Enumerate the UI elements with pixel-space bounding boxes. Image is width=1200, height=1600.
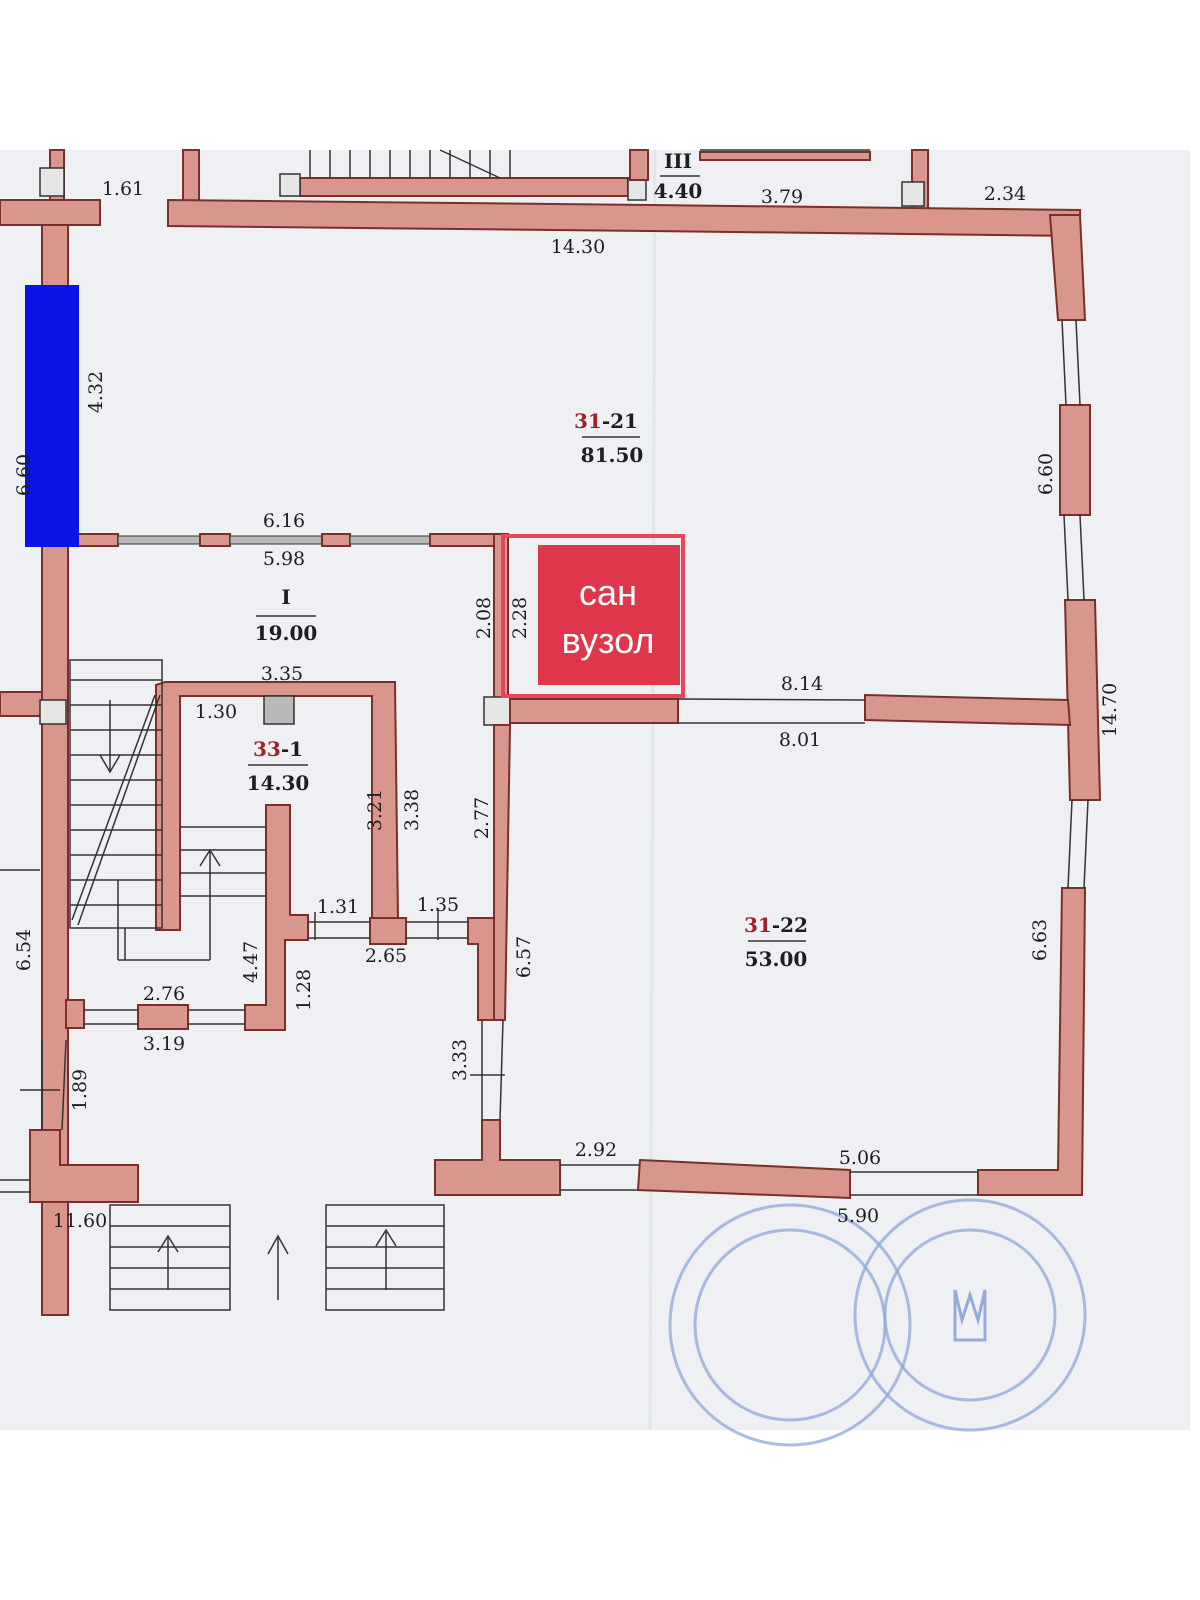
dimension-label: 2.08: [473, 597, 495, 639]
dimension-label: 14.70: [1099, 683, 1121, 737]
room-code-prefix: 31: [574, 409, 602, 433]
entry-stairs: [109, 1204, 445, 1311]
sanitary-unit-label-line1: сан: [579, 572, 637, 613]
dimension-labels: 1.61 3.79 2.34 14.30 4.32 6.60 6.60 6.16…: [13, 178, 1121, 1232]
svg-text:31-21: 31-21: [574, 409, 638, 433]
room-label-I: I 19.00: [255, 585, 318, 645]
svg-text:33-1: 33-1: [253, 737, 303, 761]
dimension-label: 6.63: [1029, 919, 1051, 961]
svg-text:31-22: 31-22: [744, 913, 808, 937]
room-label-III: III 4.40: [654, 149, 703, 203]
room-code-suffix: -1: [281, 737, 303, 761]
dimension-label: 2.65: [365, 945, 407, 967]
room-code-suffix: -21: [602, 409, 638, 433]
room-area: 4.40: [654, 179, 703, 203]
trident-emblem: [953, 1289, 987, 1342]
dimension-label: 6.16: [263, 510, 305, 532]
room-area: 19.00: [255, 621, 318, 645]
dimension-label: 1.61: [102, 178, 144, 200]
room-area: 81.50: [581, 443, 644, 467]
dimension-label: 3.38: [401, 789, 423, 831]
dimension-label: 6.60: [1035, 453, 1057, 495]
dimension-lines: [0, 869, 505, 1091]
dimension-label: 4.32: [85, 371, 107, 413]
dimension-label: 2.76: [143, 983, 185, 1005]
dimension-label: 2.92: [575, 1139, 617, 1161]
dimension-label: 5.90: [837, 1205, 879, 1227]
dimension-label: 1.28: [293, 969, 315, 1011]
blue-marker: [25, 285, 79, 547]
sanitary-unit-overlay: [538, 545, 680, 685]
dimension-label: 3.33: [449, 1039, 471, 1081]
dimension-label: 5.98: [263, 548, 305, 570]
paper-sheet: [0, 150, 1190, 1430]
room-code-prefix: 33: [253, 737, 281, 761]
room-label-31-21: 31-21 81.50: [574, 409, 643, 467]
highlight-box-outline: [501, 534, 685, 698]
dimension-label: 8.14: [781, 673, 823, 695]
room-code: III: [664, 149, 692, 173]
room-label-33-1: 33-1 14.30: [247, 737, 310, 795]
dimension-label: 1.31: [317, 896, 359, 918]
room-code-prefix: 31: [744, 913, 772, 937]
sanitary-unit-label-line2: вузол: [562, 620, 655, 661]
room-code: I: [281, 585, 290, 609]
dimension-label: 1.30: [195, 701, 237, 723]
room-code-suffix: -22: [772, 913, 808, 937]
room-area: 14.30: [247, 771, 310, 795]
dimension-label: 11.60: [53, 1210, 107, 1232]
dimension-label: 1.89: [69, 1069, 91, 1111]
dimension-label: 3.19: [143, 1033, 185, 1055]
dimension-label: 2.34: [984, 183, 1026, 205]
dimension-label: 6.60: [13, 454, 35, 496]
dimension-label: 1.35: [417, 894, 459, 916]
dimension-label: 2.77: [471, 797, 493, 839]
top-structures: [39, 149, 929, 211]
stair-core: [65, 659, 495, 1031]
dimension-label: 6.57: [513, 936, 535, 978]
dimension-label: 6.54: [13, 929, 35, 971]
room-label-31-22: 31-22 53.00: [744, 913, 808, 971]
dimension-label: 2.28: [509, 597, 531, 639]
dimension-label: 5.06: [839, 1147, 881, 1169]
room-area: 53.00: [745, 947, 808, 971]
dimension-label: 4.47: [240, 941, 262, 983]
dimension-label: 3.35: [261, 663, 303, 685]
dimension-label: 3.79: [761, 186, 803, 208]
dimension-label: 14.30: [551, 236, 605, 258]
paper-fold: [648, 149, 657, 1431]
dimension-label: 8.01: [779, 729, 821, 751]
dimension-label: 3.21: [364, 789, 386, 831]
official-stamp: [668, 1198, 1087, 1447]
